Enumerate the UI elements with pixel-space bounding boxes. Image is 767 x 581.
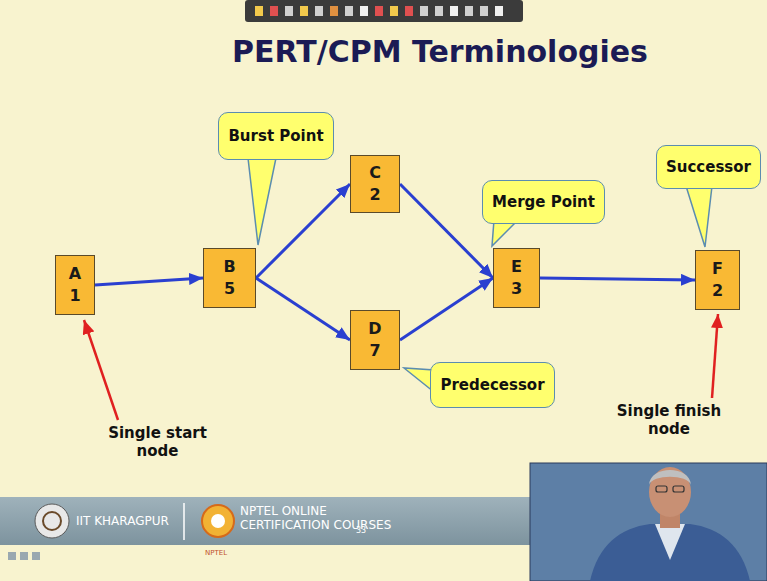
activity-box: E3 bbox=[493, 248, 540, 308]
activity-text: D bbox=[368, 318, 381, 340]
activity-box: B5 bbox=[203, 248, 256, 308]
callout-bubble: Burst Point bbox=[218, 112, 334, 160]
activity-text: 2 bbox=[712, 280, 723, 302]
activity-box: D7 bbox=[350, 310, 400, 370]
annotation-label: Single finish node bbox=[603, 402, 735, 438]
annotation-toolbar bbox=[245, 0, 523, 22]
callout-text: Merge Point bbox=[492, 193, 595, 211]
slide-number: 33 bbox=[356, 526, 366, 535]
institute-name: IIT KHARAGPUR bbox=[76, 514, 169, 528]
precedence-arrow bbox=[95, 278, 203, 285]
precedence-arrow bbox=[400, 278, 493, 340]
activity-box: A1 bbox=[55, 255, 95, 315]
activity-text: A bbox=[69, 263, 81, 285]
activity-text: 1 bbox=[69, 285, 80, 307]
precedence-arrow bbox=[400, 184, 493, 278]
precedence-arrow bbox=[540, 278, 695, 280]
activity-text: F bbox=[712, 258, 723, 280]
leader-arrow bbox=[712, 314, 718, 398]
activity-text: 5 bbox=[224, 278, 235, 300]
activity-text: B bbox=[223, 256, 235, 278]
course-name: NPTEL ONLINE CERTIFICATION COURSES bbox=[240, 504, 400, 533]
callout-bubble: Predecessor bbox=[430, 362, 555, 408]
activity-text: 2 bbox=[369, 184, 380, 206]
activity-text: C bbox=[369, 162, 381, 184]
precedence-arrow bbox=[256, 278, 350, 340]
leader-arrow bbox=[84, 320, 118, 420]
activity-text: 3 bbox=[511, 278, 522, 300]
activity-text: 7 bbox=[369, 340, 380, 362]
slide-title: PERT/CPM Terminologies bbox=[110, 34, 767, 69]
precedence-arrow bbox=[256, 184, 350, 278]
callout-tail bbox=[248, 158, 712, 392]
callout-text: Predecessor bbox=[440, 376, 544, 394]
annotation-label: Single start node bbox=[95, 424, 220, 460]
activity-box: F2 bbox=[695, 250, 740, 310]
activity-text: E bbox=[511, 256, 522, 278]
activity-box: C2 bbox=[350, 155, 400, 213]
presenter-video bbox=[530, 463, 767, 581]
callout-bubble: Merge Point bbox=[482, 180, 605, 224]
callout-text: Successor bbox=[666, 158, 751, 176]
callout-text: Burst Point bbox=[228, 127, 323, 145]
logo-caption: NPTEL bbox=[205, 549, 227, 557]
callout-bubble: Successor bbox=[656, 145, 761, 189]
